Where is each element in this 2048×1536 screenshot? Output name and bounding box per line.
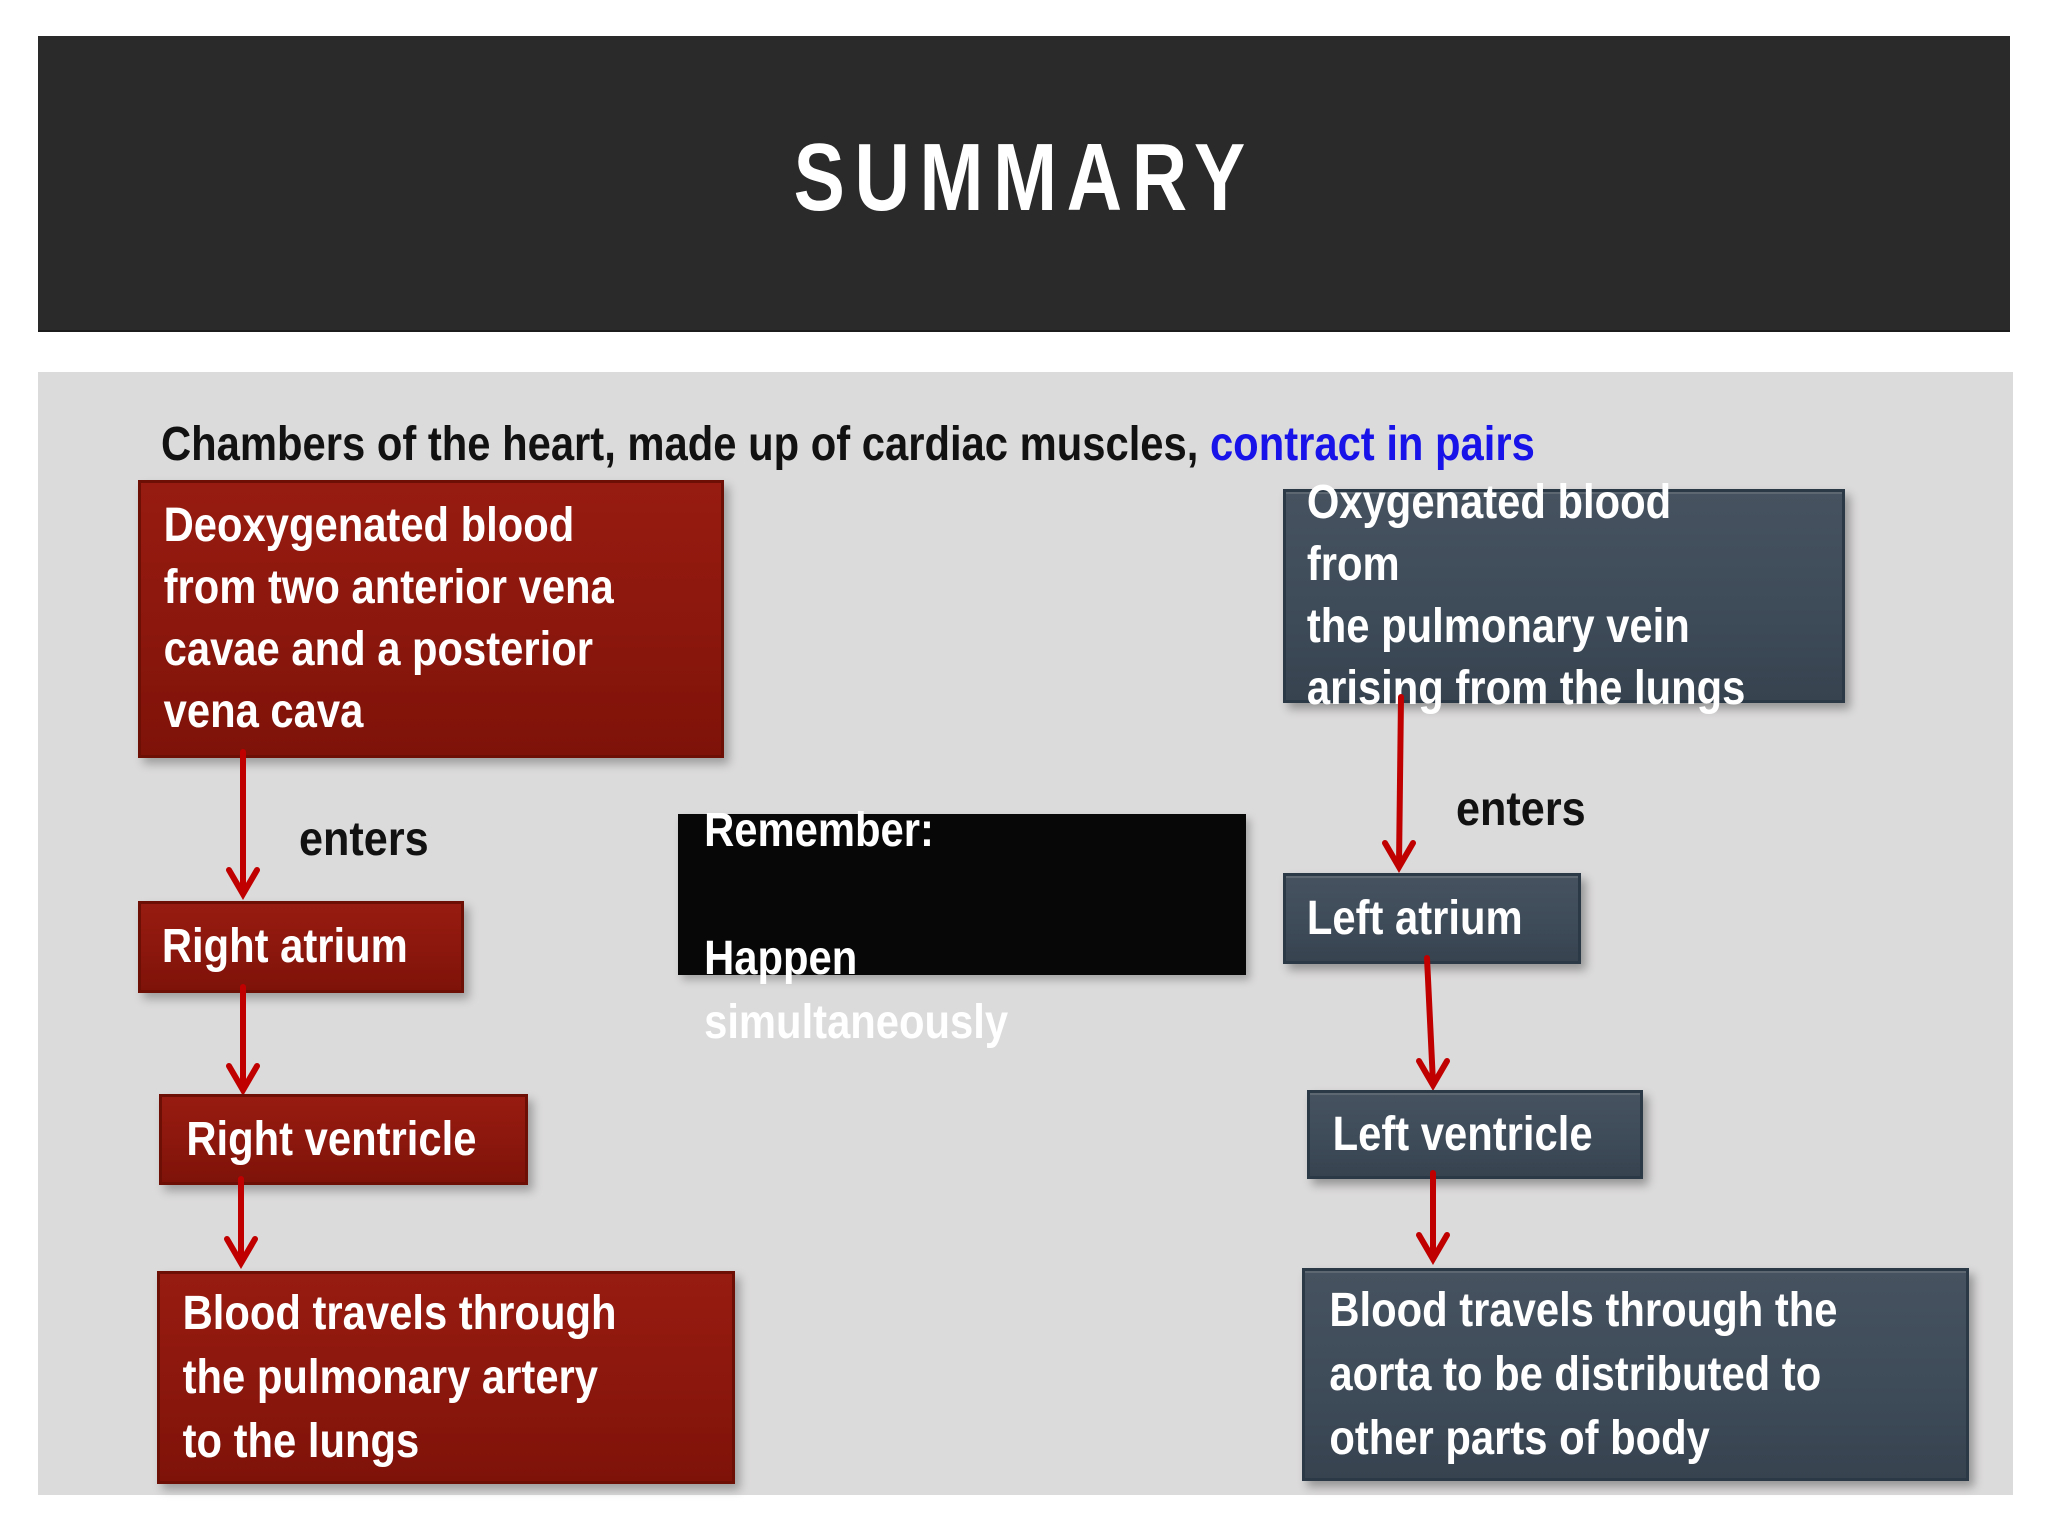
right-atrium-box: Right atrium: [138, 901, 464, 993]
arrow-source-to-left-atrium-icon: [1382, 694, 1416, 873]
slide-header: SUMMARY: [38, 36, 2010, 332]
slide-title: SUMMARY: [793, 124, 1255, 231]
right-ventricle-label: Right ventricle: [186, 1112, 477, 1166]
contract-in-pairs-highlight: contract in pairs: [1209, 418, 1535, 471]
aorta-outcome-box: Blood travels through the aorta to be di…: [1302, 1268, 1969, 1481]
right-atrium-label: Right atrium: [161, 920, 408, 973]
left-ventricle-box: Left ventricle: [1307, 1090, 1643, 1179]
arrow-left-atrium-to-left-ventricle-icon: [1416, 955, 1450, 1091]
aorta-outcome-text: Blood travels through the aorta to be di…: [1329, 1283, 1838, 1465]
enters-label-left: enters: [299, 813, 429, 866]
arrow-left-ventricle-to-aorta-icon: [1416, 1170, 1450, 1265]
intro-text-black: Chambers of the heart, made up of cardia…: [161, 418, 1210, 471]
remember-note-line2: Happen simultaneously: [704, 931, 1009, 1049]
right-ventricle-box: Right ventricle: [159, 1094, 528, 1185]
oxygenated-source-text: Oxygenated blood from the pulmonary vein…: [1306, 476, 1746, 715]
intro-text: Chambers of the heart, made up of cardia…: [161, 417, 1535, 472]
remember-note-box: Remember: Happen simultaneously: [678, 804, 1246, 1049]
oxygenated-source-box: Oxygenated blood from the pulmonary vein…: [1283, 476, 1845, 715]
deoxygenated-source-box: Deoxygenated blood from two anterior ven…: [138, 480, 724, 758]
enters-label-right: enters: [1456, 783, 1586, 836]
arrow-right-ventricle-to-lungs-icon: [224, 1176, 258, 1269]
left-atrium-box: Left atrium: [1283, 873, 1581, 964]
pulmonary-artery-outcome-text: Blood travels through the pulmonary arte…: [182, 1286, 617, 1468]
remember-note-line1: Remember:: [704, 803, 934, 857]
left-ventricle-label: Left ventricle: [1332, 1107, 1593, 1161]
arrow-right-atrium-to-right-ventricle-icon: [226, 984, 260, 1096]
left-atrium-label: Left atrium: [1306, 891, 1523, 945]
pulmonary-artery-outcome-box: Blood travels through the pulmonary arte…: [157, 1271, 735, 1484]
arrow-source-to-right-atrium-icon: [226, 749, 260, 900]
deoxygenated-source-text: Deoxygenated blood from two anterior ven…: [163, 499, 614, 738]
